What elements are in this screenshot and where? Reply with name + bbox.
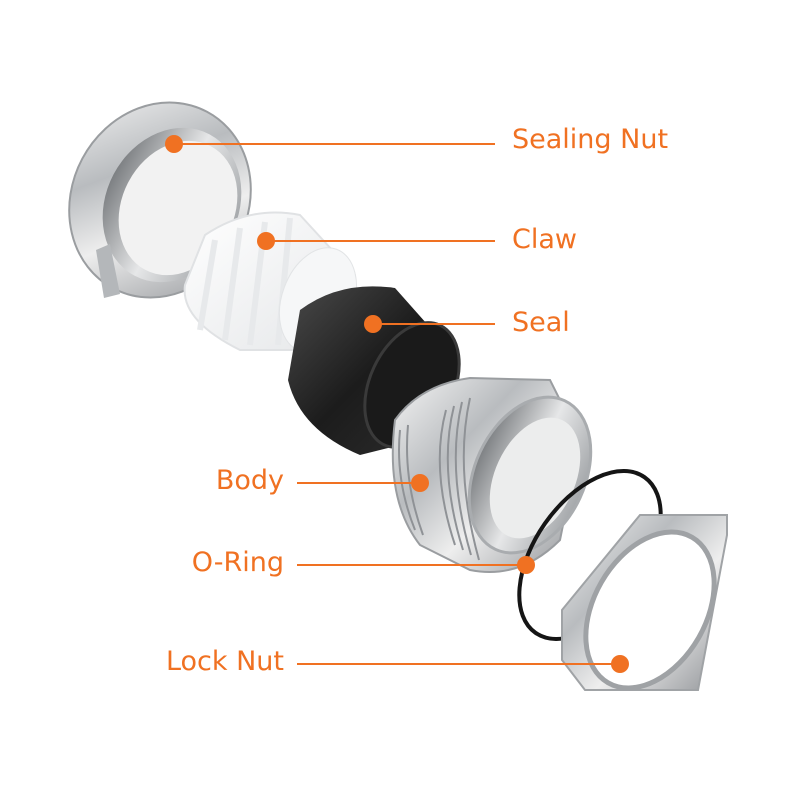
callout-dot-body — [411, 474, 429, 492]
callout-dot-o-ring — [517, 556, 535, 574]
label-o-ring: O-Ring — [191, 547, 284, 578]
label-seal: Seal — [512, 307, 570, 338]
callout-dot-sealing-nut — [165, 135, 183, 153]
lock-nut-part — [561, 514, 728, 691]
label-claw: Claw — [512, 224, 577, 255]
label-sealing-nut: Sealing Nut — [512, 124, 669, 155]
body-part — [391, 376, 593, 573]
callout-dot-seal — [364, 315, 382, 333]
label-body: Body — [215, 465, 284, 496]
callout-dot-claw — [257, 232, 275, 250]
label-lock-nut: Lock Nut — [165, 646, 284, 677]
callouts — [165, 135, 629, 673]
callout-dot-lock-nut — [611, 655, 629, 673]
